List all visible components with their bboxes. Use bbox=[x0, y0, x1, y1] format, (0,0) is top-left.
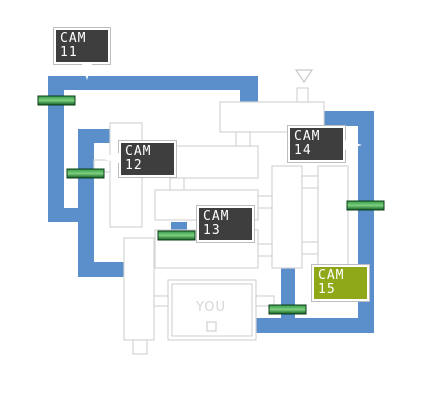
room-office-right-link bbox=[255, 295, 275, 307]
door-lights bbox=[37, 95, 385, 315]
cam-13-label: CAM bbox=[203, 209, 230, 224]
room-right-col-b bbox=[317, 165, 349, 269]
room-upper-link bbox=[235, 131, 251, 147]
corridor-top-right-drop bbox=[240, 76, 258, 102]
room-center-upper bbox=[173, 145, 259, 179]
cam-14-label: CAM bbox=[294, 129, 321, 144]
corridor-cam13-stub bbox=[171, 222, 187, 232]
door-light-1[interactable] bbox=[37, 95, 76, 106]
cam-11-label: CAM bbox=[60, 31, 87, 46]
room-center-link bbox=[257, 195, 273, 209]
corridor-bottom-right bbox=[255, 318, 374, 333]
door-light-3[interactable] bbox=[157, 230, 196, 241]
cam-11-pointer bbox=[82, 64, 92, 80]
cam-14-pointer bbox=[344, 140, 362, 150]
corridors bbox=[48, 76, 374, 333]
corridor-top-outer bbox=[48, 76, 258, 90]
cam-12-button[interactable]: CAM 12 bbox=[99, 140, 177, 178]
cam-14-button[interactable]: CAM 14 bbox=[287, 125, 362, 163]
corridor-left-outer bbox=[48, 76, 64, 222]
cam-13-button[interactable]: CAM 13 bbox=[196, 205, 255, 243]
cam-11-number: 11 bbox=[60, 45, 78, 60]
corridor-inner-bottom bbox=[78, 262, 126, 277]
office-seat bbox=[206, 321, 217, 332]
cam-14-number: 14 bbox=[294, 143, 312, 158]
room-right-col-a bbox=[271, 165, 303, 269]
corridor-inner-left bbox=[78, 129, 94, 277]
cam-15-number: 15 bbox=[318, 282, 336, 297]
door-light-5[interactable] bbox=[268, 304, 307, 315]
room-right-col-link2 bbox=[301, 241, 319, 255]
cam-12-number: 12 bbox=[125, 158, 143, 173]
cam-12-label: CAM bbox=[125, 144, 152, 159]
room-office-left-link bbox=[153, 295, 169, 307]
door-light-4[interactable] bbox=[346, 200, 385, 211]
map-marker-triangle bbox=[294, 69, 314, 84]
cam-15-button[interactable]: CAM 15 bbox=[311, 264, 370, 302]
room-right-col-link bbox=[301, 175, 319, 189]
room-top-right-stub bbox=[296, 87, 309, 103]
room-left-lower-stub bbox=[132, 339, 148, 355]
corridor-left-bottom bbox=[48, 208, 80, 222]
room-left-lower bbox=[123, 237, 155, 341]
cam-13-number: 13 bbox=[203, 223, 221, 238]
room-center-link2 bbox=[257, 243, 273, 257]
room-mid-link bbox=[169, 177, 185, 191]
cam-12-pointer bbox=[99, 153, 119, 163]
cam-11-button[interactable]: CAM 11 bbox=[53, 27, 111, 80]
door-light-2[interactable] bbox=[66, 168, 105, 179]
cam-15-label: CAM bbox=[318, 268, 345, 283]
player-location-label: YOU bbox=[196, 300, 226, 315]
